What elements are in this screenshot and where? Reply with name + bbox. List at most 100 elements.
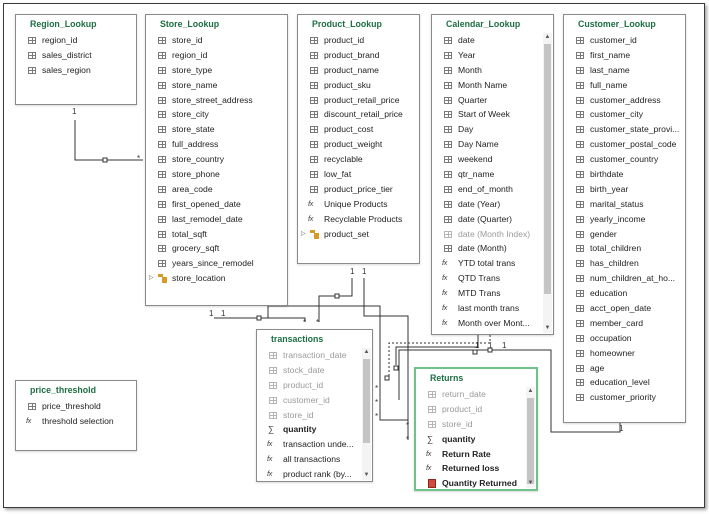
- field-low-fat[interactable]: low_fat: [298, 167, 419, 182]
- field-year[interactable]: Year: [432, 48, 553, 63]
- field-has-children[interactable]: has_children: [564, 256, 685, 271]
- field-product-price-tier[interactable]: product_price_tier: [298, 182, 419, 197]
- table-returns[interactable]: Returns return_date product_id store_id …: [414, 367, 538, 491]
- field-customer-state-province[interactable]: customer_state_provi...: [564, 122, 685, 137]
- expand-arrow-icon[interactable]: ▷: [301, 230, 306, 237]
- table-title[interactable]: Region_Lookup: [30, 19, 97, 29]
- field-date-quarter[interactable]: date (Quarter): [432, 212, 553, 227]
- field-day[interactable]: Day: [432, 122, 553, 137]
- field-quarter[interactable]: Quarter: [432, 93, 553, 108]
- field-area-code[interactable]: area_code: [146, 182, 287, 197]
- table-title[interactable]: Calendar_Lookup: [446, 19, 521, 29]
- field-total-children[interactable]: total_children: [564, 241, 685, 256]
- field-gender[interactable]: gender: [564, 227, 685, 242]
- field-total-sqft[interactable]: total_sqft: [146, 227, 287, 242]
- field-sales-region[interactable]: sales_region: [16, 63, 136, 78]
- field-store-id[interactable]: store_id: [146, 33, 287, 48]
- field-last-remodel-date[interactable]: last_remodel_date: [146, 212, 287, 227]
- field-customer-address[interactable]: customer_address: [564, 93, 685, 108]
- field-occupation[interactable]: occupation: [564, 331, 685, 346]
- field-store-id[interactable]: store_id: [416, 417, 536, 432]
- field-homeowner[interactable]: homeowner: [564, 346, 685, 361]
- scroll-down-icon[interactable]: ▼: [363, 472, 370, 478]
- table-calendar-lookup[interactable]: Calendar_Lookup date Year Month Month Na…: [431, 14, 554, 335]
- hierarchy-product-set[interactable]: ▷product_set: [298, 227, 419, 242]
- vertical-scrollbar[interactable]: ▲ ▼: [362, 348, 371, 480]
- field-num-children-at-home[interactable]: num_children_at_ho...: [564, 271, 685, 286]
- table-title[interactable]: price_threshold: [30, 385, 96, 395]
- field-customer-postal-code[interactable]: customer_postal_code: [564, 137, 685, 152]
- field-quantity[interactable]: ∑quantity: [416, 432, 536, 447]
- field-product-weight[interactable]: product_weight: [298, 137, 419, 152]
- scroll-down-icon[interactable]: ▼: [544, 325, 551, 331]
- field-grocery-sqft[interactable]: grocery_sqft: [146, 241, 287, 256]
- field-date-month-index[interactable]: date (Month Index): [432, 227, 553, 242]
- field-years-since-remodel[interactable]: years_since_remodel: [146, 256, 287, 271]
- field-product-name[interactable]: product_name: [298, 63, 419, 78]
- field-last-name[interactable]: last_name: [564, 63, 685, 78]
- field-date[interactable]: date: [432, 33, 553, 48]
- field-member-card[interactable]: member_card: [564, 316, 685, 331]
- scroll-up-icon[interactable]: ▲: [527, 388, 534, 394]
- field-day-name[interactable]: Day Name: [432, 137, 553, 152]
- field-customer-country[interactable]: customer_country: [564, 152, 685, 167]
- field-month-name[interactable]: Month Name: [432, 78, 553, 93]
- expand-arrow-icon[interactable]: ▷: [149, 275, 154, 282]
- vertical-scrollbar[interactable]: ▲ ▼: [543, 33, 552, 333]
- field-customer-id[interactable]: customer_id: [564, 33, 685, 48]
- scroll-down-icon[interactable]: ▼: [527, 480, 534, 486]
- scrollbar-thumb[interactable]: [544, 44, 551, 294]
- field-product-sku[interactable]: product_sku: [298, 78, 419, 93]
- field-first-opened-date[interactable]: first_opened_date: [146, 197, 287, 212]
- scroll-up-icon[interactable]: ▲: [544, 34, 551, 40]
- field-return-date[interactable]: return_date: [416, 387, 536, 402]
- field-customer-id[interactable]: customer_id: [257, 393, 372, 408]
- scroll-up-icon[interactable]: ▲: [363, 349, 370, 355]
- field-store-name[interactable]: store_name: [146, 78, 287, 93]
- table-title[interactable]: Customer_Lookup: [578, 19, 656, 29]
- table-product-lookup[interactable]: Product_Lookup product_id product_brand …: [297, 14, 420, 264]
- field-month[interactable]: Month: [432, 63, 553, 78]
- field-weekend[interactable]: weekend: [432, 152, 553, 167]
- field-transaction-date[interactable]: transaction_date: [257, 348, 372, 363]
- field-store-street-address[interactable]: store_street_address: [146, 93, 287, 108]
- field-store-id[interactable]: store_id: [257, 408, 372, 423]
- field-date-year[interactable]: date (Year): [432, 197, 553, 212]
- field-acct-open-date[interactable]: acct_open_date: [564, 301, 685, 316]
- field-start-of-week[interactable]: Start of Week: [432, 107, 553, 122]
- scrollbar-thumb[interactable]: [363, 359, 370, 443]
- table-customer-lookup[interactable]: Customer_Lookup customer_id first_name l…: [563, 14, 686, 423]
- field-date-month[interactable]: date (Month): [432, 241, 553, 256]
- field-recyclable[interactable]: recyclable: [298, 152, 419, 167]
- field-product-brand[interactable]: product_brand: [298, 48, 419, 63]
- table-title[interactable]: transactions: [271, 334, 324, 344]
- field-store-country[interactable]: store_country: [146, 152, 287, 167]
- table-title[interactable]: Store_Lookup: [160, 19, 220, 29]
- field-education[interactable]: education: [564, 286, 685, 301]
- field-product-id[interactable]: product_id: [257, 378, 372, 393]
- field-qtr-name[interactable]: qtr_name: [432, 167, 553, 182]
- field-customer-city[interactable]: customer_city: [564, 107, 685, 122]
- vertical-scrollbar[interactable]: ▲ ▼: [526, 387, 535, 488]
- calculated-column-quantity-returned[interactable]: Quantity Returned: [416, 476, 536, 489]
- hierarchy-store-location[interactable]: ▷store_location: [146, 271, 287, 286]
- field-product-cost[interactable]: product_cost: [298, 122, 419, 137]
- field-quantity[interactable]: ∑quantity: [257, 422, 372, 437]
- field-stock-date[interactable]: stock_date: [257, 363, 372, 378]
- field-region-id[interactable]: region_id: [146, 48, 287, 63]
- field-age[interactable]: age: [564, 361, 685, 376]
- field-store-phone[interactable]: store_phone: [146, 167, 287, 182]
- field-first-name[interactable]: first_name: [564, 48, 685, 63]
